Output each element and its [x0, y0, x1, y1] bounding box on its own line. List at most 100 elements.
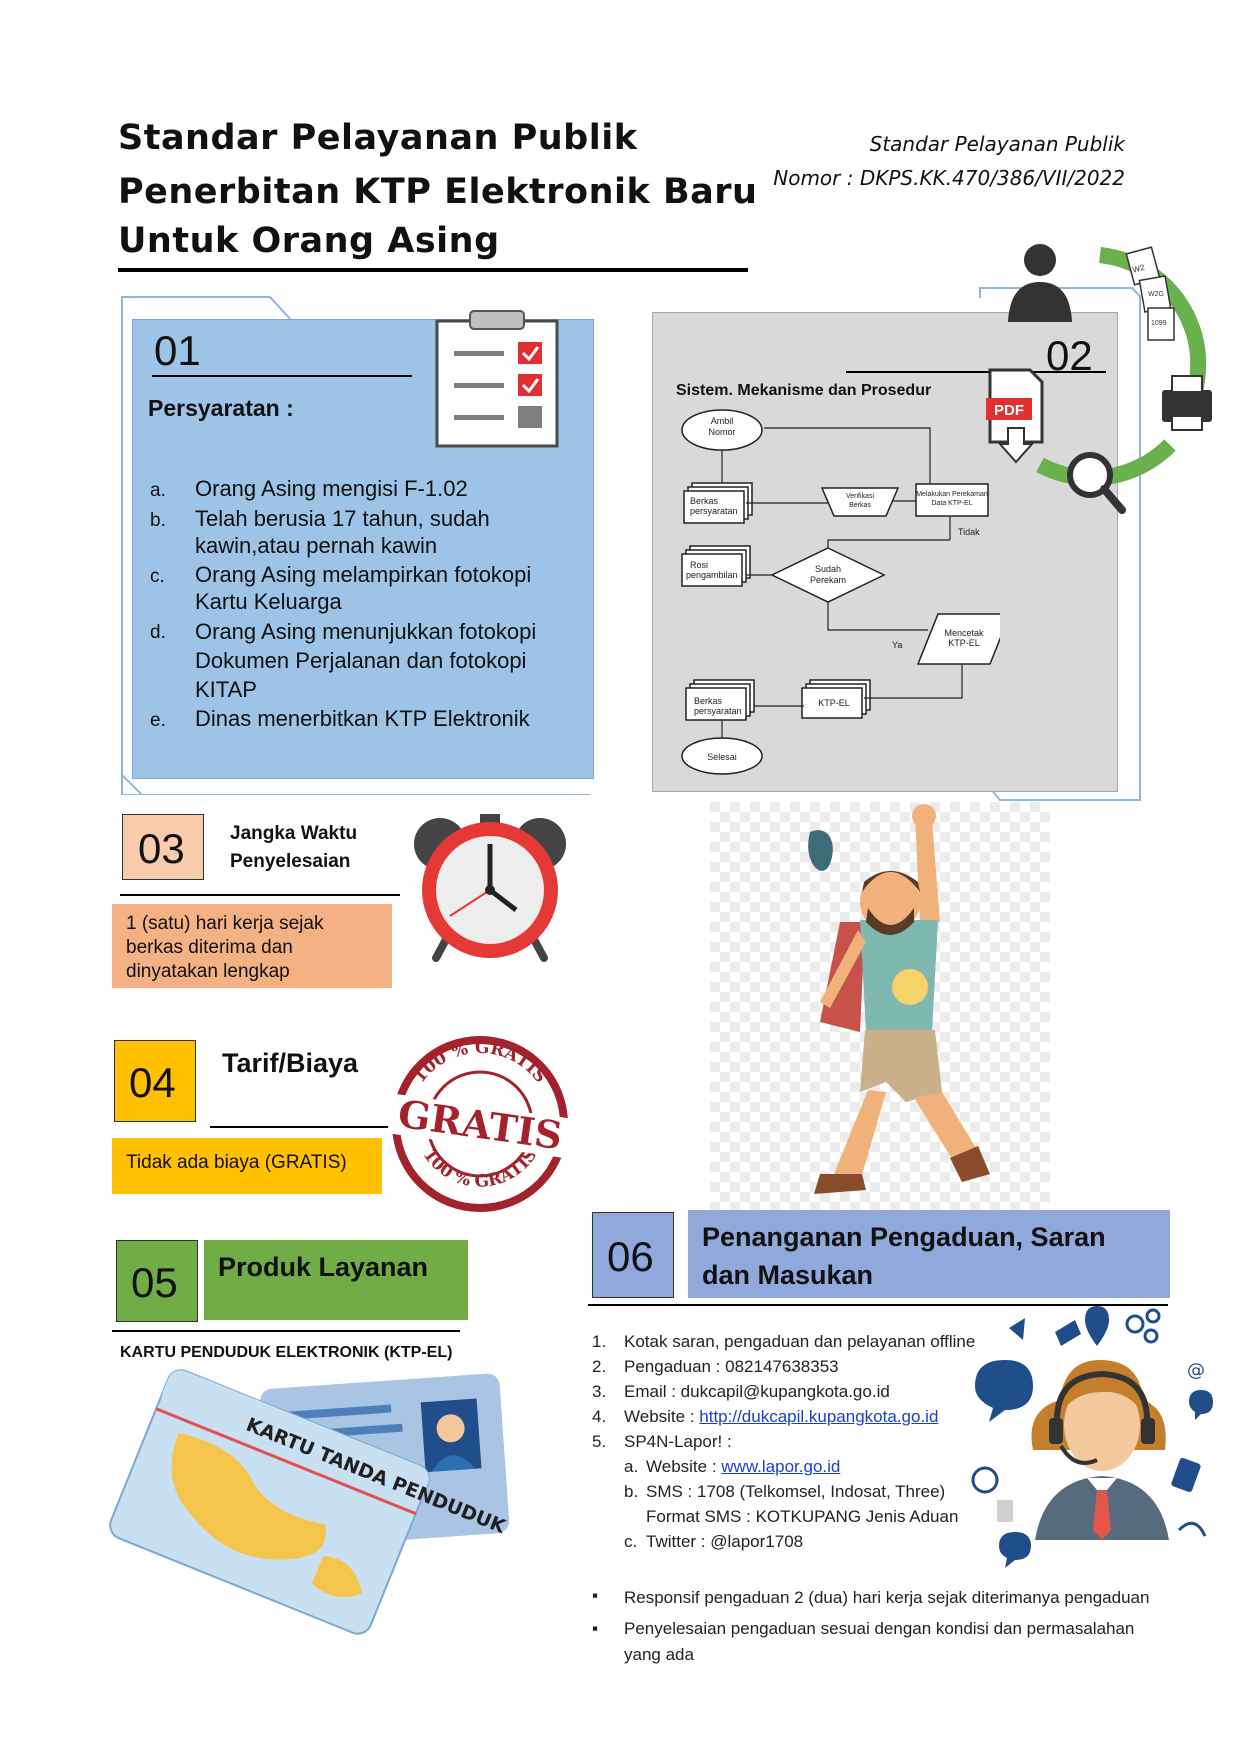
doc-label-w2g: W2G [1148, 291, 1164, 298]
doc-label-w2: W2 [1132, 263, 1146, 275]
svg-text:Rosi: Rosi [690, 560, 708, 570]
envelope-icon [1055, 1320, 1081, 1346]
complaint-channels: 1.Kotak saran, pengaduan dan pelayanan o… [592, 1332, 1012, 1557]
ktp-card-illustration: KARTU TANDA PENDUDUK [109, 1369, 510, 1635]
section-06: 06 Penanganan Pengaduan, Saran dan Masuk… [588, 1210, 1188, 1310]
section-02-heading: Sistem. Mekanisme dan Prosedur [676, 382, 932, 399]
pdf-document-icon: PDF [986, 368, 1044, 464]
section-06-rule [588, 1304, 1168, 1306]
doc-label-1099: 1099 [1151, 320, 1167, 327]
section-01-number: 01 [154, 327, 201, 374]
section-04-rule [210, 1126, 390, 1128]
svg-text:Ya: Ya [892, 640, 902, 650]
list-item: 4.Website : http://dukcapil.kupangkota.g… [592, 1407, 939, 1426]
alarm-clock-icon [414, 814, 566, 962]
section-04-body: Tidak ada biaya (GRATIS) [112, 1138, 382, 1194]
svg-text:Berkas: Berkas [690, 496, 719, 506]
section-05: 05 Produk Layanan KARTU PENDUDUK ELEKTRO… [110, 1240, 490, 1361]
product-name: KARTU PENDUDUK ELEKTRONIK (KTP-EL) [120, 1344, 453, 1361]
svg-text:persyaratan: persyaratan [690, 506, 738, 516]
section-02-frame [979, 287, 1141, 801]
dukcapil-website-link[interactable]: http://dukcapil.kupangkota.go.id [699, 1407, 939, 1426]
clipboard-checklist-icon [435, 310, 559, 448]
svg-text:KTP-EL: KTP-EL [948, 638, 980, 648]
gratis-stamp: 100 % GRATIS 100 % GRATIS GRATIS [387, 1036, 573, 1212]
svg-text:Selesai: Selesai [707, 752, 737, 762]
reference-number: Nomor : DKPS.KK.470/386/VII/2022 [773, 166, 1125, 190]
phone-book-icon [1171, 1457, 1201, 1493]
list-item: Format SMS : KOTKUPANG Jenis Aduan [646, 1507, 959, 1526]
section-06-heading-box: Penanganan Pengaduan, Saran dan Masukan [688, 1210, 1170, 1298]
mobile-device-icon [997, 1500, 1013, 1522]
section-01-rule [152, 375, 412, 377]
globe-icon [971, 1466, 999, 1494]
phone-icon [1177, 1521, 1207, 1537]
title-line-1: Standar Pelayanan Publik [118, 118, 638, 158]
customer-service-illustration: @ [971, 1306, 1213, 1568]
chat-bubble-icon [1189, 1390, 1213, 1420]
svg-text:KTP-EL: KTP-EL [818, 698, 850, 708]
svg-text:Perekam: Perekam [810, 575, 846, 585]
arrows-icon [1009, 1318, 1025, 1340]
section-03-body: 1 (satu) hari kerja sejak berkas diterim… [112, 904, 392, 988]
complaint-notes: ▪Responsif pengaduan 2 (dua) hari kerja … [592, 1586, 1162, 1668]
list-item: ▪Penyelesaian pengaduan sesuai dengan ko… [592, 1619, 1135, 1664]
question-bubble-icon [975, 1360, 1033, 1422]
location-pin-icon [1085, 1306, 1109, 1346]
flow-perekaman [915, 483, 989, 517]
section-03-number-box: 03 [122, 814, 204, 880]
section-04-number-box: 04 [114, 1040, 196, 1122]
section-05-number-box: 05 [116, 1240, 198, 1322]
section-05-number: 05 [131, 1259, 178, 1306]
stamp-ring-top: 100 % GRATIS [410, 1038, 551, 1087]
section-05-heading-box: Produk Layanan [204, 1240, 468, 1320]
svg-text:Berkas: Berkas [694, 696, 723, 706]
list-item: 3.Email : dukcapil@kupangkota.go.id [592, 1382, 890, 1401]
svg-text:Nomor: Nomor [708, 427, 735, 437]
section-04-heading: Tarif/Biaya [222, 1048, 359, 1078]
section-01: 01 Persyaratan : a. Orang Asing mengisi … [120, 295, 600, 795]
list-item: a.Website : www.lapor.go.id [624, 1457, 841, 1476]
section-06-number: 06 [607, 1233, 654, 1280]
section-05-rule [112, 1330, 460, 1332]
lapor-website-link[interactable]: www.lapor.go.id [721, 1457, 841, 1476]
flow-verifikasi [820, 487, 900, 517]
procedure-flowchart: Ambil Nomor Berkas persyaratan Verifikas… [681, 409, 1000, 775]
section-03-rule [120, 894, 400, 896]
title-line-3: Untuk Orang Asing [118, 221, 500, 261]
section-05-heading: Produk Layanan [218, 1252, 429, 1282]
list-item: 2.Pengaduan : 082147638353 [592, 1357, 839, 1376]
section-04: 04 Tarif/Biaya Tidak ada biaya (GRATIS) [110, 1038, 400, 1198]
svg-text:pengambilan: pengambilan [686, 570, 738, 580]
svg-text:Tidak: Tidak [958, 527, 980, 537]
section-03-number: 03 [138, 825, 185, 872]
svg-text:persyaratan: persyaratan [694, 706, 742, 716]
section-06-number-box: 06 [592, 1212, 674, 1298]
section-03: 03 Jangka Waktu Penyelesaian 1 (satu) ha… [110, 812, 580, 1012]
svg-text:Mencetak: Mencetak [944, 628, 984, 638]
svg-text:Melakukan Perekaman: Melakukan Perekaman [916, 491, 988, 498]
flow-cetak [916, 613, 1000, 665]
section-04-number: 04 [129, 1059, 176, 1106]
pdf-label: PDF [994, 402, 1024, 419]
svg-text:Ambil: Ambil [711, 416, 734, 426]
section-02-rule [846, 371, 1106, 373]
magnifier-icon [1067, 452, 1126, 514]
document-cycle-illustration: W2 W2G 1099 PDF [986, 244, 1212, 514]
jumping-traveler-illustration [710, 802, 1050, 1212]
svg-text:Berkas: Berkas [849, 502, 871, 509]
section-06-heading: Penanganan Pengaduan, Saran dan Masukan [702, 1222, 1106, 1290]
list-item: ▪Responsif pengaduan 2 (dua) hari kerja … [592, 1586, 1150, 1607]
svg-text:Data KTP-EL: Data KTP-EL [931, 500, 972, 507]
list-item: c.Twitter : @lapor1708 [624, 1532, 804, 1551]
list-item: 5.SP4N-Lapor! : [592, 1432, 732, 1451]
list-item: b.SMS : 1708 (Telkomsel, Indosat, Three) [624, 1482, 946, 1501]
svg-text:Sudah: Sudah [815, 564, 841, 574]
section-01-frame [121, 296, 590, 795]
section-01-heading: Persyaratan : [148, 395, 294, 421]
person-silhouette-icon [1008, 244, 1072, 322]
gear-icon [1125, 1314, 1145, 1334]
title-line-2: Penerbitan KTP Elektronik Baru [118, 172, 758, 212]
printer-icon [1162, 375, 1212, 431]
reference-line-1: Standar Pelayanan Publik [869, 132, 1125, 156]
